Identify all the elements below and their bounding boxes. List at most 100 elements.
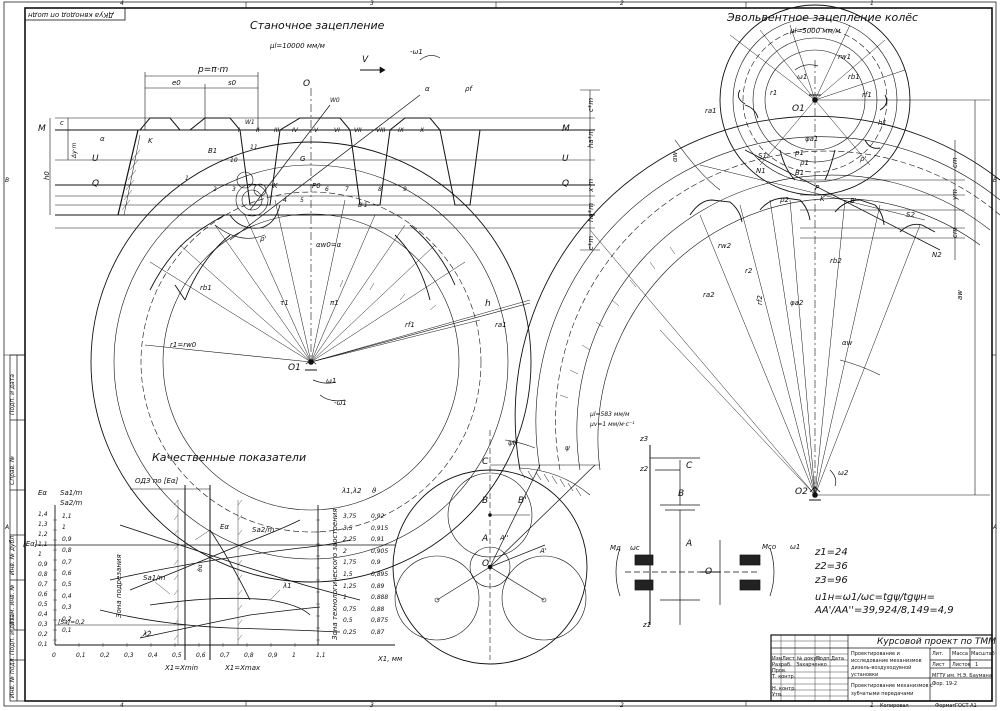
roman-numeral: III [274,127,280,134]
planetary-drawing [392,430,600,665]
roman-numeral: I [238,127,240,134]
roman-numeral: VIII [376,127,386,134]
machine-mesh-drawing [49,55,600,583]
side-label: Подп. и дата [9,374,16,415]
label-z1-value: z1=24 [815,547,848,558]
sheet-label: Лист [932,662,945,668]
tick-label: 1,1 [38,541,48,548]
label-h: h [485,299,491,309]
tick-label: 0,91 [371,536,385,544]
y-left-title-sa1: Sa1/m [60,489,83,497]
label-alpha-w-top: αw [671,151,679,162]
lit-label: Лит. [932,651,944,657]
tick-label: 0,5 [343,617,353,625]
point-number: 3 [232,186,236,193]
tick-label: 0,915 [371,524,389,532]
zone-number: 4 [120,0,124,7]
desc-4: установки [851,672,879,678]
org-1: МГТУ им. Н.Э. Баумана [932,673,992,679]
zone-number: 2 [620,0,624,7]
label-pi1: π1 [330,299,339,307]
role-ncontr: Н. контр. [772,686,796,692]
point-number: 5 [300,197,304,204]
label-p2: ρ2 [780,196,789,204]
label-O1-top: O1 [792,104,805,114]
label-h1: h1 [878,119,887,127]
label-z3: z3 [640,435,649,443]
label-K2: K [273,182,278,190]
quality-chart [35,485,395,660]
title-block-grid [770,634,993,702]
role-approve: Утв. [772,692,783,698]
tick-label: 0,4 [62,592,72,600]
point-A: A [482,534,489,544]
series-label-lambda2: λ2 [143,630,152,638]
tick-label: 0,3 [38,621,48,628]
tick-label: 0,87 [371,629,385,636]
label-r-f1-top: rf1 [862,91,872,99]
tick-label: 0,6 [38,591,48,598]
top-stamp-text: ДКуа квнодод оп шодн [28,11,114,19]
roman-numeral: V [314,127,319,134]
tick-label: 2 [343,547,347,555]
quality-title: Качественные показатели [152,451,307,464]
zone-tech-label: Зона технологического заострения [331,508,339,640]
series-label-ealpha: Eα [220,523,230,531]
point-C: C [482,457,489,467]
zone-number: 3 [370,702,374,709]
label-tau1: τ1 [280,299,289,307]
curve-sa1 [129,519,301,591]
label-V: V [362,55,369,65]
y-right-title: λ1,λ2 [342,487,362,495]
point-number: 10 [230,157,238,164]
roman-numeral: VI [334,127,340,134]
role-check: Пров. [772,668,787,674]
label-K: K [148,137,153,145]
zone-letter: A [5,524,10,531]
point-number: 9 [403,186,407,193]
label-ym: ym [951,189,959,200]
involute-mesh-title: Эвольвентное зацепление колёс [727,11,919,24]
label-O-kin: O [705,567,713,577]
tick-label: 0,3 [62,604,72,612]
label-rho1-top: ρ1 [800,159,809,167]
tick-label: 1,5 [343,571,353,578]
point-number: 1 [185,175,189,182]
point-number: 8 [378,186,382,193]
label-omega-c: ωc [630,544,640,552]
row-label-list: Лист [782,656,795,662]
dev-name: Захарченко [796,662,827,668]
tick-label: 0,7 [220,652,230,659]
tick-label: 0,7 [62,558,72,566]
label-r-f1: rf1 [405,321,415,329]
tick-label: 0,6 [62,570,72,577]
tick-label: 0,8 [244,652,254,659]
label-dym: Δy·m [71,142,78,158]
desc-2: исследование механизмов [851,658,922,664]
label-r1-rw0: r1=rw0 [170,341,197,349]
label-p1: p1 [795,149,804,157]
zone-letter: A [993,524,998,531]
label-r-f2: rf2 [756,295,764,305]
zone-letter: B [993,177,998,184]
row-label-doc: № докум. [797,656,822,662]
course-title: Курсовой проект по ТММ [877,637,996,647]
roman-numeral: II [256,127,260,134]
xmax-label: X1=Xmax [225,664,261,672]
label-h0: h0 [43,171,51,180]
label-z2-value: z2=36 [815,561,848,572]
curve-sa2 [109,539,351,581]
point-A-prime: A' [540,547,547,555]
label-M-soo: Mсо [762,543,777,551]
tick-label: 1,75 [343,559,357,567]
row-label-date: Дата [831,656,844,662]
tick-label: 0,7 [38,581,48,588]
label-rho: ρ' [260,235,267,243]
tick-label: 0,3 [124,652,134,659]
tick-label: 1,3 [38,521,48,528]
y-right-title-2: ϑ [372,487,377,495]
roman-numeral: IV [292,127,298,134]
tick-label: 0,8 [62,547,72,555]
label-ha-m2: ha*m [587,202,595,222]
tick-label: 1 [343,594,347,602]
